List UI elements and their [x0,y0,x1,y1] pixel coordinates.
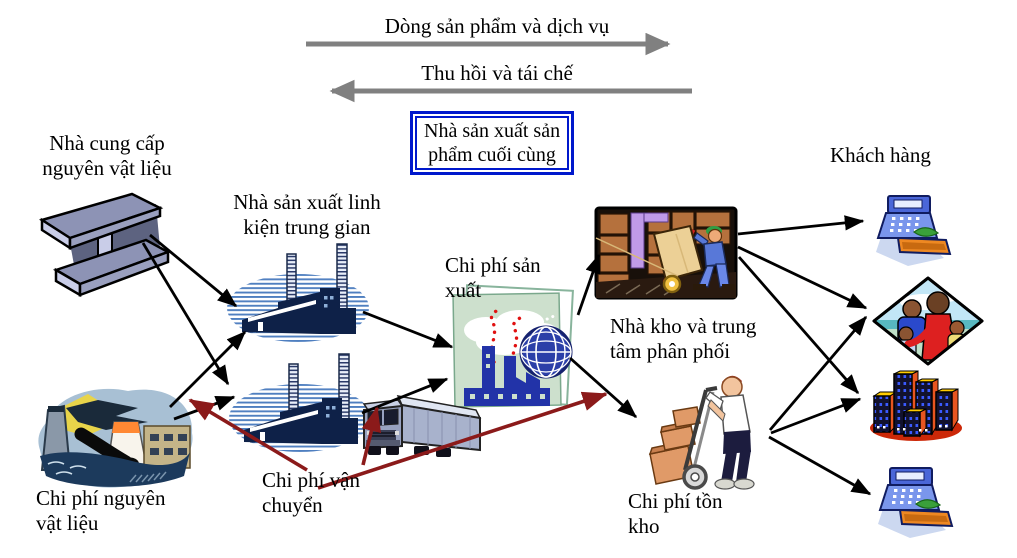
final-producer-label: Nhà sản xuất sản phẩm cuối cùng [415,116,570,170]
supplier-label: Nhà cung cấp nguyên vật liệu [42,131,172,180]
arrow-distribution-to-buildings [770,397,862,435]
raw-materials-icon [38,388,193,488]
globe-icon [519,325,573,379]
arrow-plant-to-distribution [569,356,638,419]
arrow-warehouse-to-register1 [737,215,865,236]
arrow-factory1-to-plant [362,310,454,349]
warehouse-label: Nhà kho và trung tâm phân phối [610,314,757,363]
warehouse-icon [594,206,738,300]
arrow-transport-to-distribution [317,391,608,490]
cash-register-icon-2 [877,467,953,539]
arrow-transport-to-factories [188,398,308,472]
buildings-icon [870,370,962,441]
production-cost-label: Chi phí sản xuất [445,253,541,302]
truck-icon [362,395,482,457]
inventory-cost-label: Chi phí tồn kho [628,489,723,538]
arrow-distribution-to-family [768,315,868,431]
arrow-supplier-to-factory2 [141,242,230,386]
materials-cost-label: Chi phí nguyên vật liệu [36,486,166,535]
final-producer-box: Nhà sản xuất sản phẩm cuối cùng [410,111,575,175]
hand-truck-worker-icon [648,375,755,490]
arrow-transport-to-truck [361,406,382,466]
customers-family-icon [872,276,984,366]
intermediate-producer-label: Nhà sản xuất linh kiện trung gian [233,190,381,239]
flow-reverse-label: Thu hồi và tái chế [421,61,573,85]
arrow-warehouse-to-buildings [737,256,860,395]
arrow-distribution-to-register2 [768,435,872,496]
arrow-supplier-to-factory1 [149,233,238,308]
arrow-warehouse-to-family [737,245,868,310]
flow-forward-label: Dòng sản phẩm và dịch vụ [384,14,610,38]
supply-chain-arrows [141,215,872,496]
production-plant-icon [452,284,574,408]
transport-cost-label: Chi phí vận chuyển [262,468,360,517]
customers-label: Khách hàng [830,143,931,167]
warehouse-worker-icon [693,226,735,290]
factory-icon-1 [225,242,371,344]
steel-beam-icon [39,192,172,298]
arrow-plant-to-warehouse [576,253,601,316]
cash-register-icon-1 [875,195,951,267]
arrow-materials-to-factory1 [169,331,246,408]
cost-arrows [188,391,608,490]
